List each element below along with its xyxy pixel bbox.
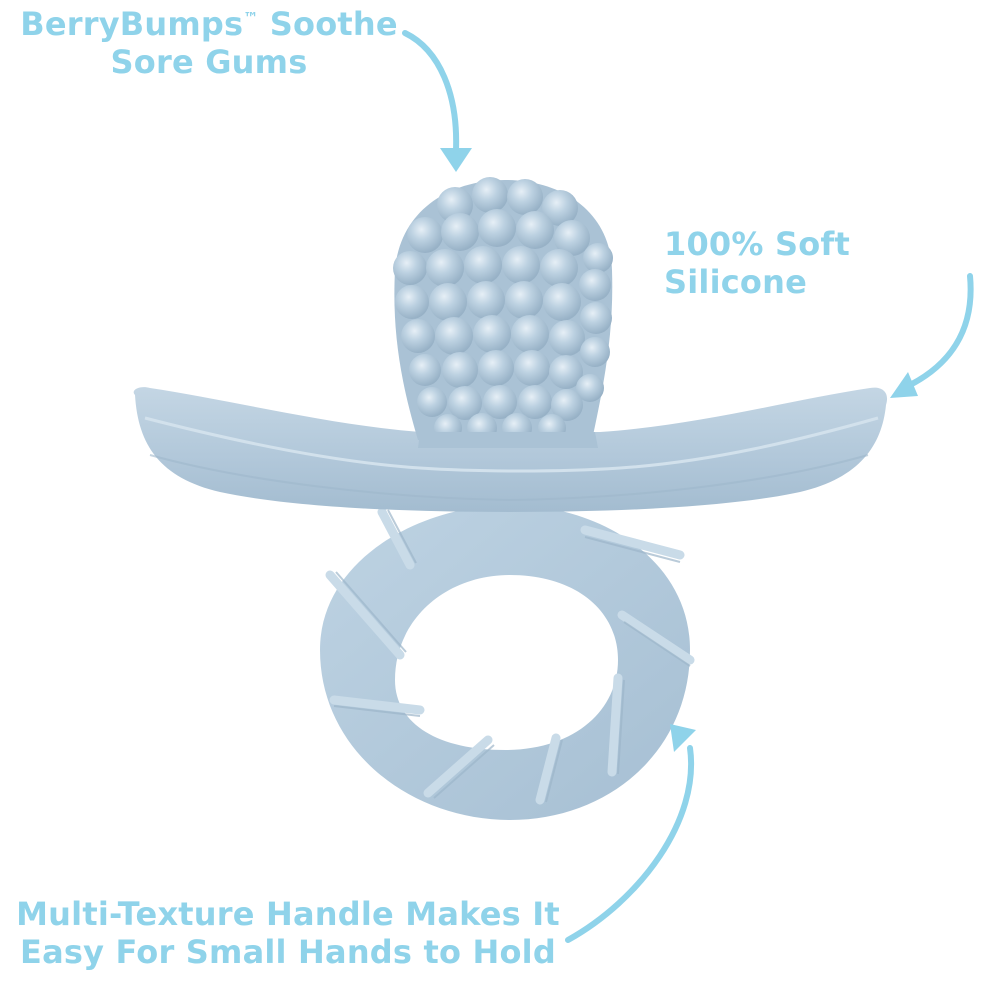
callout-berrybumps-line1: BerryBumps™ Soothe <box>14 5 404 44</box>
callout-berrybumps: BerryBumps™ Soothe Sore Gums <box>14 5 404 82</box>
callout-silicone: 100% Soft Silicone <box>664 225 984 302</box>
arrow-to-berry-icon <box>402 30 472 172</box>
pacifier-shield <box>133 387 888 512</box>
callout-handle: Multi-Texture Handle Makes It Easy For S… <box>8 895 568 972</box>
callout-handle-line2: Easy For Small Hands to Hold <box>20 932 556 971</box>
callout-berrybumps-suffix: Soothe <box>258 5 398 43</box>
trademark-symbol: ™ <box>243 9 259 27</box>
berry-bumps-nipple <box>393 177 613 448</box>
arrow-to-shield-icon <box>890 273 974 398</box>
callout-silicone-line1: 100% Soft Silicone <box>664 225 851 301</box>
textured-ring-handle <box>320 505 695 820</box>
callout-handle-line1: Multi-Texture Handle Makes It <box>16 895 560 933</box>
arrow-to-handle-icon <box>565 724 696 943</box>
brand-name: BerryBumps <box>20 5 244 43</box>
callout-berrybumps-line2: Sore Gums <box>110 42 308 81</box>
